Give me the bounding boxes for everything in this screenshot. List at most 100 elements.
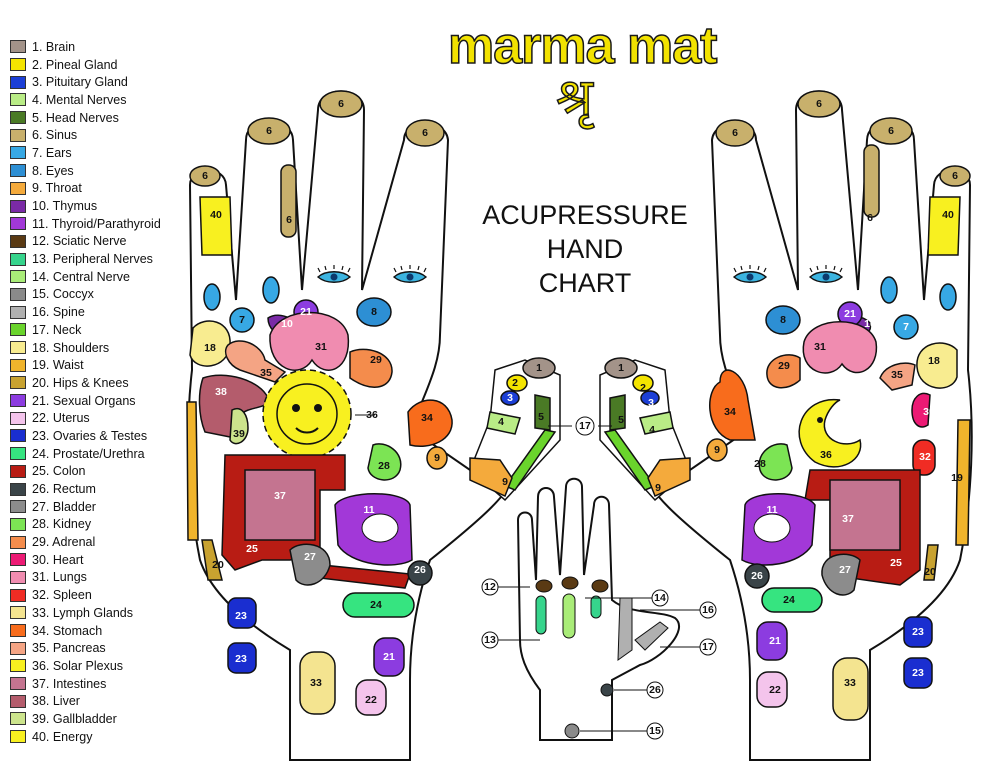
zone-label: 39: [233, 428, 245, 440]
zone-label: 33: [844, 677, 856, 689]
legend-item: 39. Gallbladder: [10, 710, 200, 728]
legend-item: 35. Pancreas: [10, 639, 200, 657]
legend-item: 9. Throat: [10, 180, 200, 198]
legend-label: 39. Gallbladder: [32, 711, 117, 726]
zone-label: 31: [814, 341, 826, 353]
zone-label: 6: [266, 125, 272, 137]
legend-item: 27. Bladder: [10, 498, 200, 516]
legend-label: 40. Energy: [32, 729, 93, 744]
zone-label: 1: [618, 362, 624, 374]
legend-item: 10. Thymus: [10, 197, 200, 215]
zone-label: 17: [579, 420, 591, 432]
legend-swatch: [10, 111, 26, 125]
legend-swatch: [10, 199, 26, 213]
zone-label: 37: [842, 513, 854, 525]
legend-label: 28. Kidney: [32, 517, 92, 532]
legend-label: 14. Central Nerve: [32, 269, 130, 284]
zone-label: 17: [702, 641, 714, 653]
zone-label: 22: [769, 684, 781, 696]
legend-item: 8. Eyes: [10, 162, 200, 180]
heading-line-3: CHART: [538, 268, 632, 298]
zone-label: 9: [655, 482, 661, 494]
legend-label: 33. Lymph Glands: [32, 605, 133, 620]
legend-label: 6. Sinus: [32, 128, 78, 143]
legend-label: 3. Pituitary Gland: [32, 75, 128, 90]
back-of-hand-diagram: [355, 414, 717, 741]
zone-label: 7: [903, 321, 909, 333]
legend-label: 31. Lungs: [32, 570, 87, 585]
zone-label: 11: [363, 504, 374, 516]
legend-label: 11. Thyroid/Parathyroid: [32, 216, 161, 231]
zone-label: 2: [640, 382, 646, 394]
legend-label: 36. Solar Plexus: [32, 658, 124, 673]
legend-swatch: [10, 659, 26, 673]
legend-label: 25. Colon: [32, 464, 86, 479]
legend-label: 29. Adrenal: [32, 535, 96, 550]
zone-label: 14: [654, 592, 666, 604]
zone-label: 6: [816, 98, 822, 110]
legend-item: 4. Mental Nerves: [10, 91, 200, 109]
zone-label: 21: [844, 308, 856, 320]
legend-item: 40. Energy: [10, 728, 200, 746]
brand-title: marma mat: [447, 17, 718, 75]
legend-swatch: [10, 447, 26, 461]
zone-label: 18: [204, 342, 216, 354]
zone-label: 20: [924, 566, 936, 578]
legend-label: 9. Throat: [32, 181, 82, 196]
legend-label: 17. Neck: [32, 322, 82, 337]
legend-swatch: [10, 287, 26, 301]
zone-label: 9: [502, 476, 508, 488]
legend-label: 37. Intestines: [32, 676, 107, 691]
legend-swatch: [10, 323, 26, 337]
zone-label: 23: [912, 667, 924, 679]
legend-item: 3. Pituitary Gland: [10, 73, 200, 91]
zone-label: 25: [246, 543, 258, 555]
zone-label: 29: [370, 354, 382, 366]
legend-item: 12. Sciatic Nerve: [10, 233, 200, 251]
zone-label: 9: [434, 452, 440, 464]
zone-label: 6: [888, 125, 894, 137]
legend-swatch: [10, 570, 26, 584]
legend-swatch: [10, 394, 26, 408]
zone-label: 4: [498, 416, 504, 428]
legend-label: 5. Head Nerves: [32, 110, 119, 125]
legend-swatch: [10, 500, 26, 514]
zone-label: 28: [378, 460, 390, 472]
legend-swatch: [10, 252, 26, 266]
legend-item: 17. Neck: [10, 321, 200, 339]
legend-item: 7. Ears: [10, 144, 200, 162]
legend-item: 13. Peripheral Nerves: [10, 250, 200, 268]
zone-label: 8: [780, 314, 786, 326]
legend-swatch: [10, 606, 26, 620]
zone-label: 26: [414, 564, 426, 576]
right-hand: [599, 90, 973, 761]
legend-item: 11. Thyroid/Parathyroid: [10, 215, 200, 233]
legend-item: 23. Ovaries & Testes: [10, 427, 200, 445]
legend-label: 4. Mental Nerves: [32, 92, 127, 107]
legend-swatch: [10, 146, 26, 160]
legend-item: 5. Head Nerves: [10, 109, 200, 127]
legend-swatch: [10, 588, 26, 602]
zone-label: 20: [212, 559, 224, 571]
legend-item: 19. Waist: [10, 356, 200, 374]
left-sun-icon: [262, 369, 352, 459]
legend-label: 35. Pancreas: [32, 641, 106, 656]
legend-item: 25. Colon: [10, 463, 200, 481]
zone-label: 10: [281, 318, 293, 330]
legend-item: 15. Coccyx: [10, 286, 200, 304]
legend-swatch: [10, 694, 26, 708]
legend-item: 1. Brain: [10, 38, 200, 56]
zone-label: 11: [766, 504, 777, 516]
legend-label: 27. Bladder: [32, 499, 96, 514]
zone-label: 24: [370, 599, 382, 611]
zone-label: 21: [300, 306, 312, 318]
zone-label: 36: [820, 449, 832, 461]
zone-label: 38: [215, 386, 227, 398]
zone-label: 21: [383, 651, 395, 663]
zone-label: 40: [210, 209, 222, 221]
zone-label: 6: [422, 127, 428, 139]
zone-label: 18: [928, 355, 940, 367]
legend-label: 1. Brain: [32, 39, 76, 54]
legend-swatch: [10, 712, 26, 726]
legend-swatch: [10, 429, 26, 443]
